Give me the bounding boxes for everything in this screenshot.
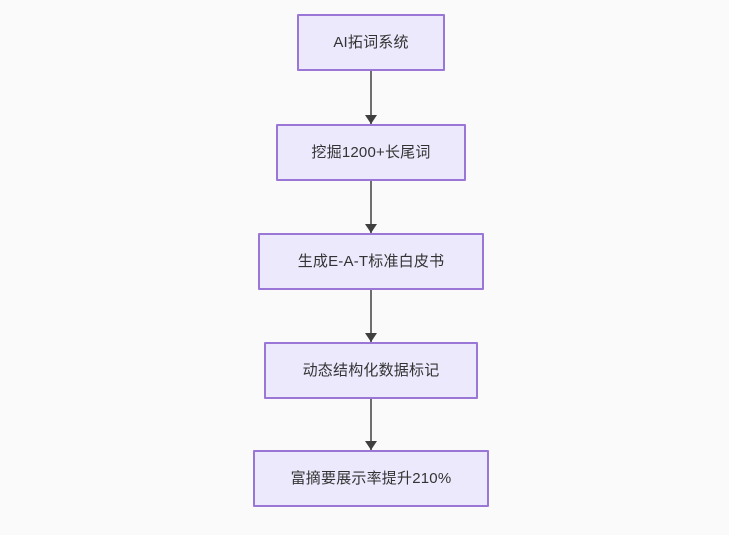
flow-edge-3 bbox=[364, 290, 378, 342]
arrowhead-icon bbox=[365, 333, 377, 342]
flow-edge-1 bbox=[364, 71, 378, 124]
arrowhead-icon bbox=[365, 115, 377, 124]
arrowhead-icon bbox=[365, 224, 377, 233]
edge-line bbox=[370, 181, 372, 233]
flow-node-ai-keyword-system[interactable]: AI拓词系统 bbox=[297, 14, 445, 71]
flow-node-generate-eat-whitepaper[interactable]: 生成E-A-T标准白皮书 bbox=[258, 233, 484, 290]
flow-node-label: 动态结构化数据标记 bbox=[302, 362, 440, 379]
flow-edge-2 bbox=[364, 181, 378, 233]
flow-node-label: AI拓词系统 bbox=[333, 34, 409, 51]
flow-node-mine-longtail-keywords[interactable]: 挖掘1200+长尾词 bbox=[276, 124, 466, 181]
edge-line bbox=[370, 399, 372, 450]
flow-node-dynamic-structured-data-markup[interactable]: 动态结构化数据标记 bbox=[264, 342, 478, 399]
arrowhead-icon bbox=[365, 441, 377, 450]
flow-edge-4 bbox=[364, 399, 378, 450]
flow-node-rich-snippet-rate-increase[interactable]: 富摘要展示率提升210% bbox=[253, 450, 489, 507]
flow-node-label: 富摘要展示率提升210% bbox=[290, 470, 452, 487]
edge-line bbox=[370, 71, 372, 124]
flow-node-label: 生成E-A-T标准白皮书 bbox=[297, 253, 445, 270]
edge-line bbox=[370, 290, 372, 342]
flow-node-label: 挖掘1200+长尾词 bbox=[311, 144, 431, 161]
